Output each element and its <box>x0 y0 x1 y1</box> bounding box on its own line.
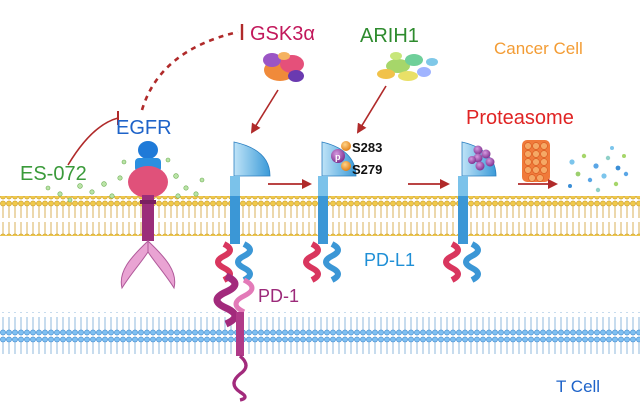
egfr-gsk3a-dashed-line <box>140 30 239 111</box>
es072-label: ES-072 <box>20 163 87 185</box>
t-cell-label: T Cell <box>556 377 600 396</box>
pd1-label: PD-1 <box>258 286 299 306</box>
degraded-fragments <box>568 146 629 193</box>
es072-inhibition-line <box>67 117 119 166</box>
arih1-label: ARIH1 <box>360 25 419 47</box>
ubiquitin-chain <box>468 145 495 171</box>
proteasome-label: Proteasome <box>466 107 574 129</box>
pd1-protein <box>213 272 255 402</box>
gsk3a-protein <box>263 52 304 82</box>
s283-label: S283 <box>352 140 382 155</box>
phospho-label: p <box>335 152 341 162</box>
egfr-label: EGFR <box>116 117 172 139</box>
egfr-receptor <box>120 141 176 290</box>
arih1-protein <box>377 52 438 81</box>
phospho-site <box>331 149 345 163</box>
arih1-arrow <box>356 85 387 134</box>
cancer-cell-label: Cancer Cell <box>494 39 583 58</box>
pdl1-protein-1 <box>215 141 271 283</box>
proteasome-complex <box>522 140 550 182</box>
pdl1-protein-3 <box>443 141 497 283</box>
pdl1-label: PD-L1 <box>364 250 415 270</box>
es072-molecules <box>45 157 205 203</box>
pdl1-protein-2 <box>303 141 357 283</box>
t-cell-membrane <box>0 312 640 354</box>
gsk3a-arrow <box>250 89 279 134</box>
s279-label: S279 <box>352 162 382 177</box>
gsk3a-label: GSK3α <box>250 23 315 45</box>
